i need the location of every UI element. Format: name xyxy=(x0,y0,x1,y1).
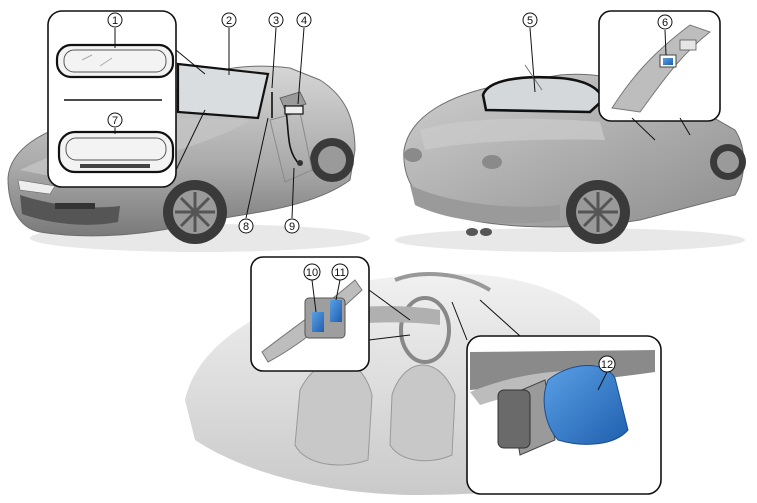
highlighted-switch-11 xyxy=(330,300,342,322)
callout-label-11: 11 xyxy=(334,267,345,279)
callout-label-6: 6 xyxy=(662,17,668,29)
front-car-illustration xyxy=(7,62,370,252)
highlighted-sensor-12 xyxy=(543,365,629,445)
callout-11: 11 xyxy=(331,263,349,301)
switch-inset-panel-10-11 xyxy=(250,256,411,372)
callout-1: 1 xyxy=(107,12,123,48)
callout-10: 10 xyxy=(303,263,321,313)
callout-2: 2 xyxy=(221,12,237,75)
callout-9: 9 xyxy=(284,167,300,234)
callout-label-7: 7 xyxy=(112,115,118,127)
callout-6: 6 xyxy=(657,14,673,56)
callout-3: 3 xyxy=(268,12,284,89)
callout-4: 4 xyxy=(296,12,312,105)
callout-7: 7 xyxy=(107,112,123,134)
callout-label-8: 8 xyxy=(243,221,249,233)
callout-label-10: 10 xyxy=(306,267,318,279)
callout-label-2: 2 xyxy=(226,15,232,27)
callout-label-12: 12 xyxy=(601,359,613,371)
callout-8: 8 xyxy=(238,117,269,234)
callout-5: 5 xyxy=(522,12,538,93)
mirror-inset-panel xyxy=(47,10,206,188)
callout-label-3: 3 xyxy=(273,15,279,27)
callout-label-1: 1 xyxy=(112,15,118,27)
highlighted-switch-6 xyxy=(663,58,673,65)
callout-label-4: 4 xyxy=(301,15,307,27)
switch-inset-panel-6 xyxy=(598,10,721,141)
callout-label-9: 9 xyxy=(289,221,295,233)
rearview-mirror-auto-dimming xyxy=(57,130,175,174)
callout-12: 12 xyxy=(597,355,616,391)
highlighted-switch-10 xyxy=(312,312,324,332)
callout-label-5: 5 xyxy=(527,15,533,27)
